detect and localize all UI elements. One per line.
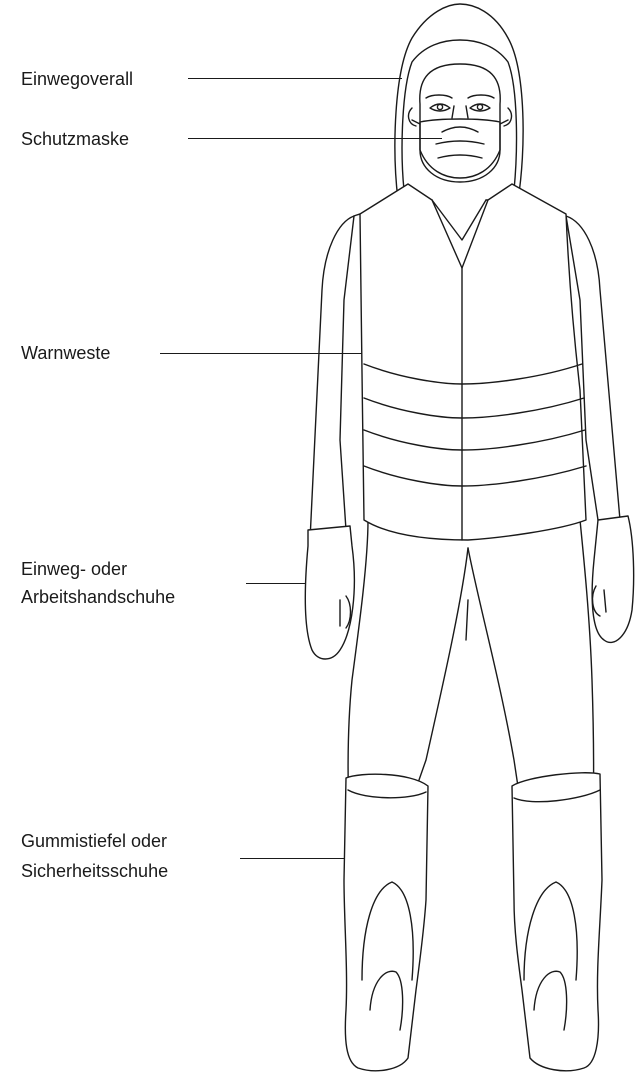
face bbox=[409, 64, 512, 182]
overall-hood bbox=[395, 4, 523, 200]
safety-vest bbox=[360, 184, 586, 540]
rubber-boots bbox=[344, 773, 602, 1071]
